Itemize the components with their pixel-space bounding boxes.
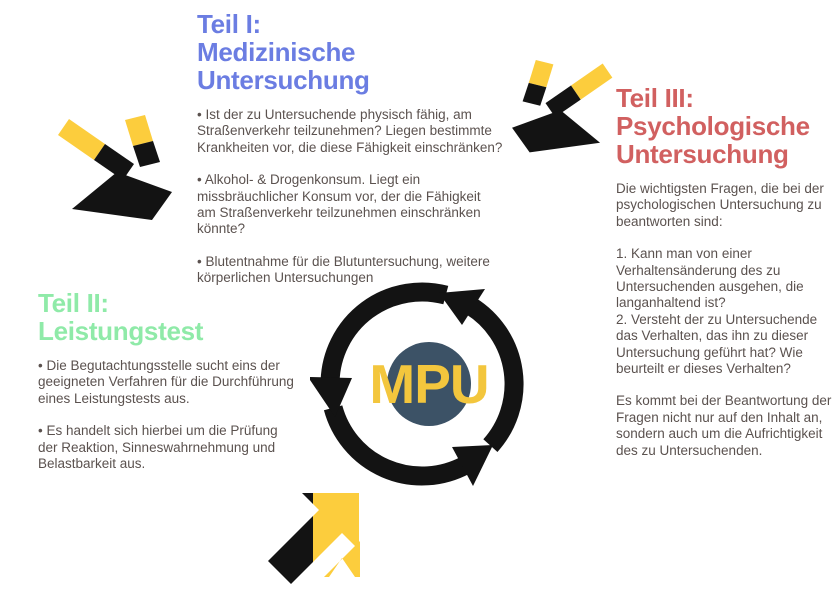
bullet-paragraph: • Alkohol- & Drogenkonsum. Liegt ein mis… — [197, 172, 481, 237]
arrow-decoration-top-left-icon — [58, 115, 172, 220]
section-teil-3-psychologische: Teil III: Psychologische Untersuchung Di… — [616, 84, 837, 475]
section-title-teil-3: Teil III: Psychologische Untersuchung — [616, 84, 837, 168]
title-line: Teil I: — [197, 9, 261, 39]
mpu-badge-label: MPU — [369, 352, 489, 415]
numbered-questions-paragraph: 1. Kann man von einer Verhaltensänderung… — [616, 246, 818, 377]
mpu-badge: MPU — [369, 342, 490, 426]
section-title-teil-1: Teil I: Medizinische Untersuchung — [197, 10, 503, 94]
arrow-decoration-top-right-icon — [512, 59, 613, 153]
bullet-paragraph: • Blutentnahme für die Blutuntersuchung,… — [197, 253, 490, 286]
bullet-paragraph: • Die Begutachtungsstelle sucht eins der… — [38, 358, 294, 406]
section-title-teil-2: Teil II: Leistungstest — [38, 289, 294, 345]
intro-paragraph: Die wichtigsten Fragen, die bei der psyc… — [616, 181, 824, 229]
title-line: Teil II: — [38, 288, 109, 318]
title-line: Untersuchung — [197, 65, 370, 95]
section-teil-1-medizinische: Teil I: Medizinische Untersuchung • Ist … — [197, 10, 503, 303]
section-teil-2-leistungstest: Teil II: Leistungstest • Die Begutachtun… — [38, 289, 294, 488]
title-line: Medizinische — [197, 37, 356, 67]
title-line: Teil III: — [616, 83, 694, 113]
title-line: Leistungstest — [38, 316, 204, 346]
outro-paragraph: Es kommt bei der Beantwortung der Fragen… — [616, 393, 832, 458]
bullet-paragraph: • Es handelt sich hierbei um die Prüfung… — [38, 423, 278, 472]
bullet-paragraph: • Ist der zu Untersuchende physisch fähi… — [197, 107, 503, 155]
title-line: Psychologische — [616, 111, 810, 141]
title-line: Untersuchung — [616, 139, 789, 169]
cycle-arrows-icon — [310, 282, 524, 486]
arrow-decoration-bottom-icon — [268, 493, 360, 584]
